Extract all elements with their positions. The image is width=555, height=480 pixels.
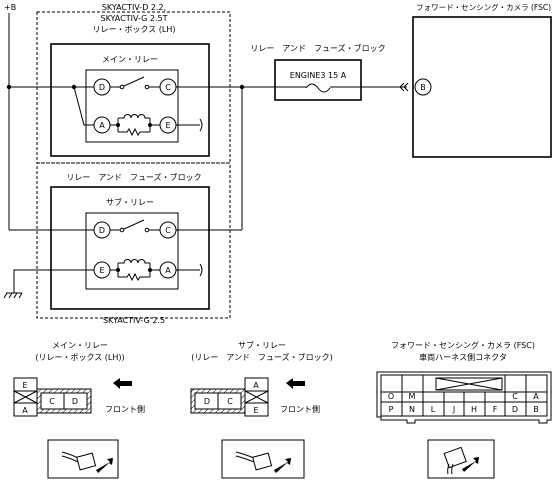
main-connector-cell-e: E [22, 381, 27, 390]
sub-relay-contact-1 [119, 227, 125, 233]
wire-sub-e-to-ground [13, 269, 94, 293]
sub-relay-coil-dot-right [148, 268, 152, 272]
fsc-connector-thumbnail [427, 439, 495, 479]
wire-main-branch-a [73, 86, 94, 126]
main-relay-inner [85, 69, 179, 143]
main-relay-box [50, 43, 210, 157]
bottom-dashed-box [36, 162, 231, 319]
camera-pin-b-label: B [420, 83, 426, 92]
power-label: +B [4, 3, 16, 12]
fsc-cell-m: M [409, 392, 416, 401]
fsc-connector-title-2: 車両ハーネス側コネクタ [419, 352, 507, 362]
main-relay-label: メイン・リレー [102, 55, 158, 64]
sub-connector-cell-d: D [204, 397, 210, 406]
sub-relay-switch-arm [123, 219, 145, 230]
fsc-cell-d: D [512, 405, 518, 414]
main-relay-coil-dot-left [116, 123, 120, 127]
main-relay-pin-a-label: A [99, 121, 105, 130]
ground-hatch-1 [3, 292, 8, 299]
connector-chevron-1 [399, 82, 405, 92]
sub-connector-thumbnail [221, 439, 305, 479]
camera-title: フォワード・センシング・カメラ (FSC) [416, 2, 551, 12]
sub-connector-cell-e: E [253, 406, 258, 415]
sub-relay-pin-a-label: A [165, 266, 171, 275]
sub-connector-title-2: (リレー アンド フューズ・ブロック) [191, 352, 333, 362]
fsc-cell-f: F [493, 405, 498, 414]
main-relay-pin-e-label: E [165, 121, 170, 130]
fuse-box [274, 59, 362, 101]
main-relay-e-open-end [199, 118, 203, 132]
sub-front-arrow-icon [286, 378, 305, 389]
sub-relay-label: サブ・リレー [106, 197, 154, 207]
fsc-cell-c: C [512, 392, 518, 401]
sub-relay-pin-c-label: C [165, 226, 171, 235]
sub-front-label: フロント側 [280, 404, 320, 414]
main-front-arrow-icon [113, 378, 132, 389]
main-connector-thumbnail [47, 439, 119, 479]
main-relay-coil [118, 114, 150, 119]
fsc-cell-n: N [409, 405, 415, 414]
fsc-cell-a: A [533, 392, 539, 401]
sub-connector-title-1: サブ・リレー [238, 340, 286, 350]
sub-relay-connector: D C A E [190, 377, 269, 417]
sub-relay-inner [85, 212, 179, 290]
main-relay-resistor [118, 127, 150, 137]
main-connector-cell-c: C [49, 397, 55, 406]
sub-connector-cell-c: C [227, 397, 233, 406]
sub-relay-coil-dot-left [116, 268, 120, 272]
fsc-cell-j: J [452, 405, 455, 414]
top-box-label-1: SKYACTIV-D 2.2, [102, 3, 166, 12]
ground-hatch-4 [18, 292, 23, 299]
sub-relay-resistor [118, 272, 150, 282]
mid-relay-fuse-block-label: リレー アンド フューズ・ブロック [66, 172, 201, 182]
ground-hatch-3 [13, 292, 18, 299]
camera-box [412, 16, 552, 158]
fsc-cell-p: P [389, 405, 394, 414]
main-relay-coil-dot-right [148, 123, 152, 127]
sub-connector-cell-a: A [253, 381, 259, 390]
top-box-label-2: SKYACTIV-G 2.5T [100, 14, 167, 23]
sub-relay-coil [118, 259, 150, 264]
fsc-cell-b: B [533, 405, 539, 414]
main-relay-contact-2 [144, 84, 150, 90]
sub-relay-box [50, 186, 210, 310]
main-relay-switch-arm [123, 76, 145, 87]
sub-relay-a-open-end [199, 263, 203, 277]
ground-hatch-2 [8, 292, 13, 299]
main-connector-title-1: メイン・リレー [52, 341, 108, 350]
camera-pin-b [414, 78, 432, 96]
connector-chevron-2 [403, 82, 409, 92]
top-box-label-3: リレー・ボックス (LH) [92, 25, 175, 34]
fsc-cell-l: L [431, 405, 436, 414]
main-connector-cell-a: A [22, 406, 28, 415]
bottom-box-label: SKYACTIV-G 2.5 [103, 316, 165, 325]
sub-relay-contact-2 [144, 227, 150, 233]
fsc-cell-o: O [388, 392, 394, 401]
sub-relay-pin-d-label: D [99, 226, 105, 235]
fsc-cell-h: H [471, 405, 477, 414]
main-relay-connector: E A C D [13, 377, 92, 417]
main-front-label: フロント側 [105, 404, 145, 414]
sub-relay-pin-e-label: E [99, 266, 104, 275]
fuse-label: ENGINE3 15 A [290, 71, 347, 80]
main-connector-title-2: (リレー・ボックス (LH)) [35, 353, 124, 362]
fuse-symbol [305, 83, 331, 93]
fsc-connector: O M C A P N L J H F D B [376, 371, 552, 424]
main-relay-contact-1 [119, 84, 125, 90]
main-relay-pin-d-label: D [99, 83, 105, 92]
main-relay-pin-c-label: C [165, 83, 171, 92]
main-connector-cell-d: D [72, 397, 78, 406]
relay-fuse-block-label-top: リレー アンド フューズ・ブロック [250, 43, 385, 53]
fsc-connector-title-1: フォワード・センシング・カメラ (FSC) [391, 340, 535, 350]
